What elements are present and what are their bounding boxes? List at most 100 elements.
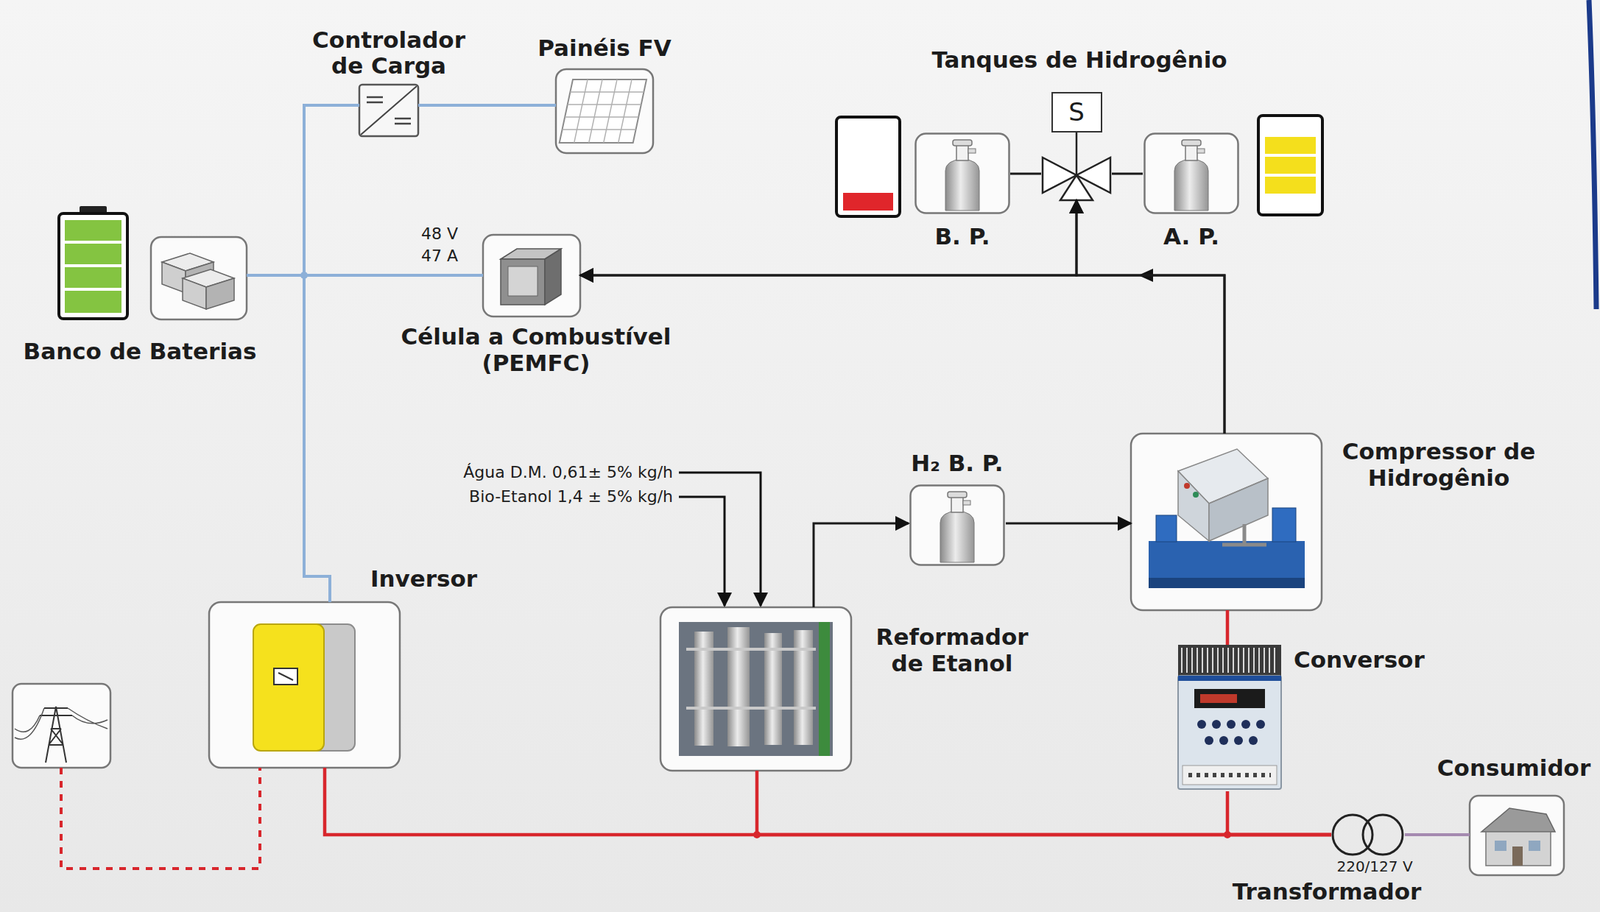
pv-panel-icon <box>559 79 647 143</box>
compressor-icon <box>1148 541 1305 580</box>
frequency-converter-icon <box>1197 720 1207 729</box>
three-way-valve-symbol <box>1042 132 1111 201</box>
dc-bus-line <box>304 105 360 603</box>
low-pressure-cylinder <box>915 134 1010 214</box>
ethanol-reformer: Reformador de Etanol <box>660 607 852 771</box>
hydrogen-flow-line <box>1076 200 1225 434</box>
battery-bank-icon <box>206 278 235 310</box>
inverter: Inversor <box>209 602 400 768</box>
compressor-icon <box>1156 515 1177 542</box>
frequency-converter: Conversor <box>1173 645 1285 792</box>
high-pressure-level-indicator <box>1258 115 1323 216</box>
component-label: Controlador de Carga <box>298 27 480 80</box>
transformer-symbol <box>1362 815 1403 855</box>
compressor-icon <box>1192 491 1199 498</box>
flow-rate: Água D.M. 0,61± 5% kg/h <box>463 463 673 482</box>
charge-controller-icon <box>359 84 419 137</box>
house-icon <box>1512 846 1523 866</box>
high-pressure-tank: A. P. <box>1142 132 1240 215</box>
compressor-icon <box>1178 471 1210 542</box>
frequency-converter-icon <box>1188 773 1271 778</box>
slide-border <box>1588 0 1597 310</box>
component-label: B. P. <box>934 223 990 251</box>
house-icon <box>1469 795 1564 876</box>
frequency-converter-icon <box>1211 720 1221 729</box>
high-pressure-level-indicator <box>1258 115 1323 216</box>
component-label: Transformador <box>1232 879 1422 906</box>
frequency-converter-icon <box>1234 736 1243 746</box>
buffer-cylinder <box>910 485 1005 566</box>
compressor-icon <box>1130 433 1322 611</box>
battery-charge-indicator <box>58 206 128 319</box>
compressor-icon <box>1272 508 1296 542</box>
group-title: Tanques de Hidrogênio <box>931 47 1227 74</box>
compressor-icon <box>1209 478 1268 542</box>
pv-panel-icon <box>559 79 647 143</box>
house-icon <box>1528 840 1541 852</box>
battery-bank-icon <box>161 262 186 294</box>
frequency-converter-icon <box>1200 694 1237 704</box>
selector-valve: S <box>1041 92 1112 201</box>
frequency-converter-icon <box>1181 647 1279 673</box>
hydrogen-flow-line <box>1111 173 1143 176</box>
reformer-icon <box>793 630 813 746</box>
fuel-cell-icon <box>508 266 538 296</box>
flow-rate: Bio-Etanol 1,4 ± 5% kg/h <box>469 487 673 506</box>
component-label: Inversor <box>370 566 478 593</box>
hydrogen-compressor: Compressor de Hidrogênio <box>1130 433 1322 611</box>
reformer-icon <box>686 649 816 709</box>
hydrogen-flow-line <box>580 200 1077 276</box>
component-label: H₂ B. P. <box>910 450 1003 478</box>
frequency-converter-icon <box>1248 736 1258 746</box>
consumer-house: Consumidor <box>1469 795 1564 876</box>
compressor-icon <box>1130 433 1322 611</box>
battery-charge-indicator <box>64 290 122 313</box>
low-pressure-level-indicator <box>843 192 894 211</box>
battery-charge-indicator <box>58 213 128 319</box>
hydrogen-buffer-tank: H₂ B. P. <box>908 484 1006 567</box>
frequency-converter-icon <box>1256 720 1265 729</box>
low-pressure-level-indicator <box>836 117 900 217</box>
hydrogen-flow-line <box>580 275 1225 434</box>
current-value: 47 A <box>421 246 458 266</box>
battery-bank-icon <box>150 237 247 320</box>
dc-bus-line <box>246 273 484 277</box>
inverter-icon <box>209 602 400 768</box>
frequency-converter-icon <box>1194 689 1265 709</box>
fuel-cell: Célula a Combustível (PEMFC) <box>483 234 581 317</box>
component-label: Consumidor <box>1437 755 1591 782</box>
battery-bank: Banco de Baterias <box>150 237 247 320</box>
reformer-icon <box>727 627 750 747</box>
hydrogen-flow-line <box>1005 522 1131 525</box>
fuel-cell-icon <box>500 259 545 305</box>
high-pressure-level-indicator <box>1264 156 1316 174</box>
inverter-icon <box>278 672 294 681</box>
ac-bus-line <box>1227 791 1332 835</box>
voltage-rating: 220/127 V <box>1336 858 1413 876</box>
high-pressure-level-indicator <box>1264 136 1316 154</box>
three-way-valve-symbol <box>1075 132 1078 176</box>
reformer-icon <box>678 622 833 757</box>
grid-tower-icon <box>12 684 111 768</box>
charge-controller-icon <box>359 84 419 137</box>
reformer-icon <box>818 622 830 757</box>
frequency-converter-icon <box>1178 675 1282 682</box>
compressor-icon <box>1222 524 1267 545</box>
frequency-converter-icon <box>1178 675 1282 790</box>
component-label: Célula a Combustível (PEMFC) <box>377 323 695 377</box>
transformer-symbol <box>1332 815 1373 855</box>
fuel-cell-icon <box>483 234 581 317</box>
valve-selector-letter: S <box>1051 92 1103 133</box>
component-label: A. P. <box>1163 223 1220 251</box>
charge-controller-icon <box>360 86 417 135</box>
hydrogen-flow-line <box>1010 173 1042 176</box>
water-feed-arrow <box>678 472 761 606</box>
component-label: Painéis FV <box>537 35 672 62</box>
low-pressure-level-indicator <box>836 117 900 217</box>
component-label: Compressor de Hidrogênio <box>1328 438 1550 492</box>
fuel-cell-icon <box>544 248 562 305</box>
component-label: Conversor <box>1293 647 1425 674</box>
house-icon <box>1494 840 1507 852</box>
high-pressure-cylinder <box>1144 134 1239 214</box>
